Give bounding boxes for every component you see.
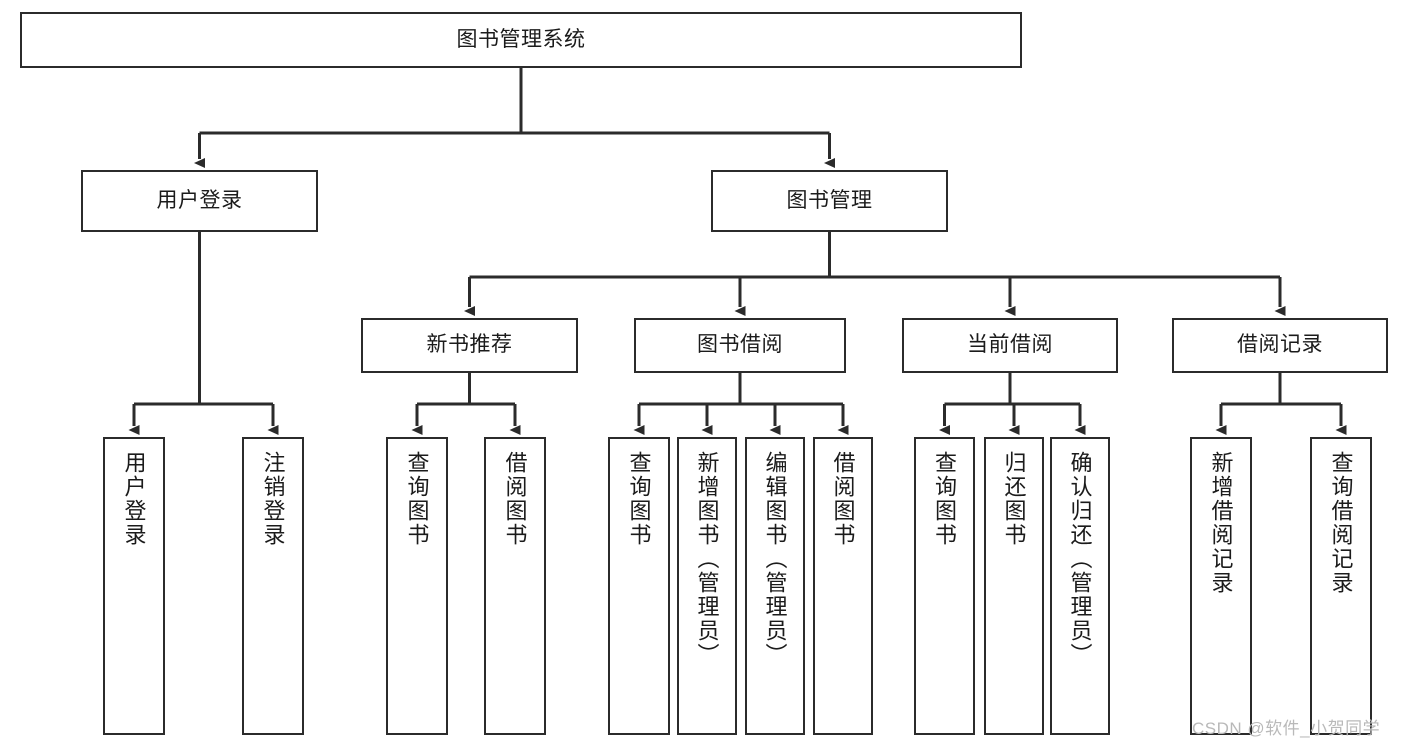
leaf-confirm-return-admin[interactable]: 确认归还（管理员）	[1050, 437, 1110, 735]
node-current-borrow[interactable]: 当前借阅	[902, 318, 1118, 373]
node-label: 确认归还（管理员）	[1067, 451, 1093, 667]
leaf-edit-book-admin[interactable]: 编辑图书（管理员）	[745, 437, 805, 735]
leaf-query-book-current[interactable]: 查询图书	[914, 437, 975, 735]
node-label: 查询图书	[404, 451, 430, 547]
leaf-add-book-admin[interactable]: 新增图书（管理员）	[677, 437, 737, 735]
leaf-return-book[interactable]: 归还图书	[984, 437, 1044, 735]
node-label: 查询借阅记录	[1328, 451, 1354, 595]
node-label: 注销登录	[260, 451, 286, 547]
node-label: 用户登录	[121, 451, 147, 547]
node-label: 借阅图书	[830, 451, 856, 547]
node-label: 图书借阅	[697, 333, 783, 357]
node-label: 图书管理系统	[456, 27, 586, 51]
node-label: 新书推荐	[426, 333, 513, 357]
node-label: 用户登录	[156, 188, 243, 212]
node-book-borrow[interactable]: 图书借阅	[634, 318, 846, 373]
node-label: 借阅图书	[502, 451, 528, 547]
leaf-logout[interactable]: 注销登录	[242, 437, 304, 735]
leaf-query-book-recommend[interactable]: 查询图书	[386, 437, 448, 735]
node-label: 查询图书	[932, 451, 958, 547]
node-label: 新增借阅记录	[1208, 451, 1234, 595]
node-new-book-recommend[interactable]: 新书推荐	[361, 318, 578, 373]
node-label: 归还图书	[1001, 451, 1027, 547]
node-label: 图书管理	[786, 188, 873, 212]
leaf-query-borrow-record[interactable]: 查询借阅记录	[1310, 437, 1372, 735]
node-label: 查询图书	[626, 451, 652, 547]
node-label: 借阅记录	[1237, 333, 1323, 357]
node-user-login[interactable]: 用户登录	[81, 170, 318, 232]
leaf-borrow-book-recommend[interactable]: 借阅图书	[484, 437, 546, 735]
node-borrow-record[interactable]: 借阅记录	[1172, 318, 1388, 373]
node-label: 新增图书（管理员）	[694, 451, 720, 667]
node-book-management[interactable]: 图书管理	[711, 170, 948, 232]
leaf-borrow-book[interactable]: 借阅图书	[813, 437, 873, 735]
leaf-add-borrow-record[interactable]: 新增借阅记录	[1190, 437, 1252, 735]
leaf-user-login[interactable]: 用户登录	[103, 437, 165, 735]
node-root[interactable]: 图书管理系统	[20, 12, 1022, 68]
node-label: 当前借阅	[967, 333, 1053, 357]
node-label: 编辑图书（管理员）	[762, 451, 788, 667]
csdn-watermark: CSDN @软件_小贺同学	[1192, 719, 1381, 738]
leaf-query-book-borrow[interactable]: 查询图书	[608, 437, 670, 735]
